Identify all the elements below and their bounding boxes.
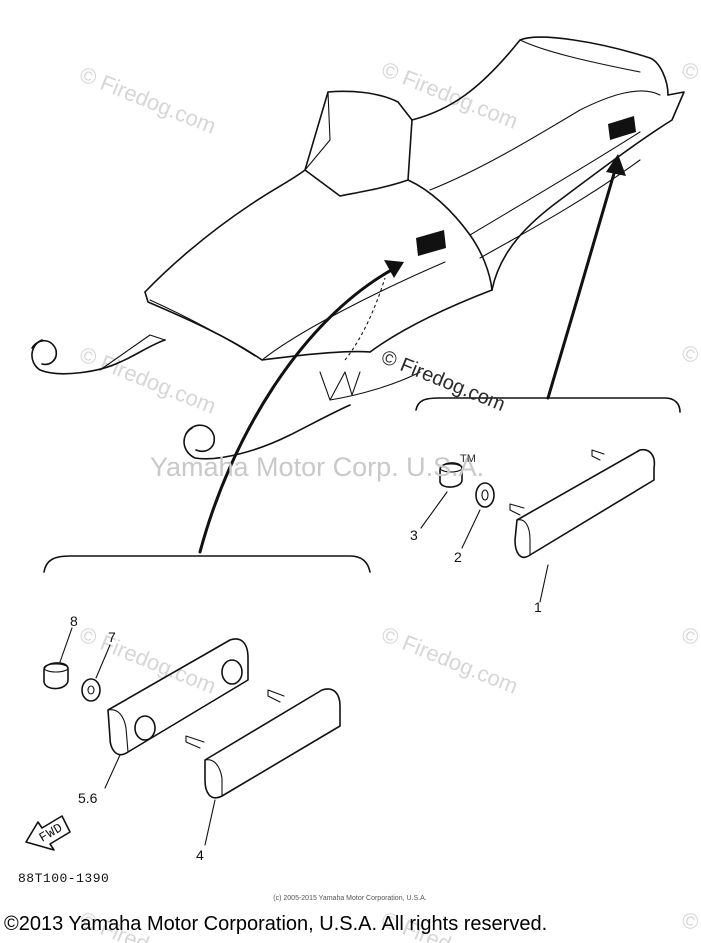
arrow-front-head	[384, 260, 404, 278]
windshield	[304, 90, 413, 197]
ski-upper	[31, 339, 166, 375]
washer-part-2	[475, 482, 495, 508]
watermark-firedog: © Firedog.com	[678, 339, 701, 416]
seat-side	[429, 90, 661, 191]
reflector-part-4-stud-left	[185, 735, 205, 749]
reflector-mark-rear	[608, 116, 636, 140]
watermark-firedog: © Firedog.com	[678, 906, 701, 943]
reflector-mark-front	[416, 230, 446, 256]
ski-upper-tip	[31, 339, 58, 366]
watermark-firedog: © Firedog.com	[678, 621, 701, 698]
reflector-part-4-face	[204, 759, 223, 797]
watermark-firedog: © Firedog.com	[378, 621, 521, 698]
hood-edge	[149, 299, 256, 357]
watermark-yamaha-corp: Yamaha Motor Corp. U.S.A.	[150, 452, 484, 482]
nut-part-3-top	[439, 463, 463, 473]
body-side-lower	[369, 289, 493, 353]
leader-4	[204, 799, 216, 846]
front-reflector-group	[43, 627, 341, 846]
callout-5-6: 5.6	[78, 790, 98, 806]
windshield-edge	[304, 91, 331, 171]
bracket-front-group	[43, 555, 371, 573]
reflector-part-4-stud-top	[267, 689, 285, 703]
watermark-firedog: © Firedog.com	[378, 56, 521, 133]
leader-5-6	[104, 754, 121, 789]
reflector-part-4	[204, 688, 341, 799]
reflector-part-1-stud-top	[591, 449, 605, 461]
callout-2: 2	[454, 549, 462, 565]
diagram-code: 88T100-1390	[18, 871, 109, 886]
side-panel-line	[469, 131, 641, 236]
washer-part-2-hole	[481, 489, 489, 501]
track-line	[329, 371, 421, 401]
reflector-part-1-face	[516, 519, 531, 556]
fwd-label: FWD	[37, 820, 66, 845]
reflector-part-1	[514, 448, 656, 559]
washer-part-7	[81, 678, 101, 702]
side-panel-line-lower	[479, 159, 641, 259]
leader-8	[59, 627, 73, 663]
washer-part-7-hole	[87, 685, 95, 695]
body-crease	[261, 261, 446, 361]
small-copyright: (c) 2005-2015 Yamaha Motor Corporation, …	[273, 895, 426, 902]
bracket-rear-group	[415, 397, 681, 413]
arrow-front-dash	[344, 277, 386, 361]
leader-2	[461, 509, 481, 549]
arrow-rear-head	[606, 154, 626, 176]
footer-copyright: ©2013 Yamaha Motor Corporation, U.S.A. A…	[4, 913, 547, 935]
watermark-firedog: © Firedog.com	[76, 61, 219, 138]
nut-part-8	[43, 662, 69, 690]
seat-top	[411, 36, 669, 121]
callout-1: 1	[534, 599, 542, 615]
ski-upper-spindle	[99, 334, 166, 371]
seat-edge	[519, 39, 641, 73]
hood-lower	[144, 291, 371, 361]
watermark-firedog-center: © Firedog.com	[378, 346, 508, 416]
leader-3	[420, 491, 448, 529]
bracket-hole-left	[134, 715, 156, 741]
callout-3: 3	[410, 527, 418, 543]
bracket-part-5-6	[107, 638, 249, 756]
leader-arrows	[198, 154, 626, 554]
reflector-part-1-stud-left	[509, 503, 525, 516]
bracket-hole-right	[221, 659, 243, 685]
ski-lower	[183, 404, 351, 460]
leader-7	[95, 644, 111, 679]
front-suspension	[319, 371, 361, 401]
hood-outline	[144, 169, 306, 293]
arrow-rear	[546, 168, 617, 400]
fwd-arrow-shape	[25, 815, 71, 851]
fwd-arrow-icon: FWD	[25, 815, 71, 851]
bracket-part-5-6-face	[107, 709, 129, 753]
rear-tail	[491, 91, 685, 291]
watermark-firedog: © Firedog.com	[678, 56, 701, 133]
callout-7: 7	[108, 629, 116, 645]
callout-8: 8	[70, 613, 78, 629]
watermark-grid: © Firedog.com © Firedog.com © Firedog.co…	[76, 56, 701, 943]
nut-part-8-top	[43, 663, 69, 673]
watermark-tm: TM	[460, 453, 476, 465]
callout-4: 4	[196, 847, 204, 863]
watermark-firedog: © Firedog.com	[76, 341, 219, 418]
leader-1	[539, 564, 549, 603]
ski-lower-tip	[185, 424, 216, 452]
body-console	[407, 179, 493, 291]
arrow-front	[198, 266, 397, 554]
rear-reflector-group	[420, 448, 656, 603]
